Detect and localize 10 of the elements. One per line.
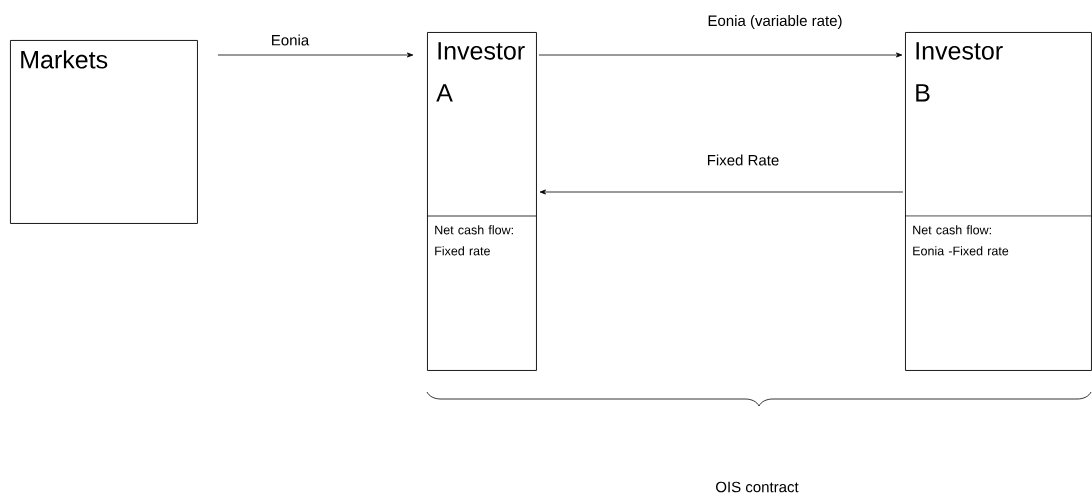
- edge-label: Fixed Rate: [705, 153, 781, 167]
- process-box: Investor B Net cash flow: Eonia -Fixed rate: [904, 32, 1092, 371]
- process-box: Investor A Net cash flow: Fixed rate: [426, 32, 537, 371]
- arrow: [538, 52, 903, 58]
- edge-label: Eonia: [269, 33, 311, 47]
- arrow: [217, 52, 414, 58]
- process-box: Markets: [10, 40, 198, 224]
- brace-label: OIS contract: [716, 481, 799, 493]
- edge-label: Eonia (variable rate): [706, 14, 844, 30]
- arrow: [539, 189, 904, 195]
